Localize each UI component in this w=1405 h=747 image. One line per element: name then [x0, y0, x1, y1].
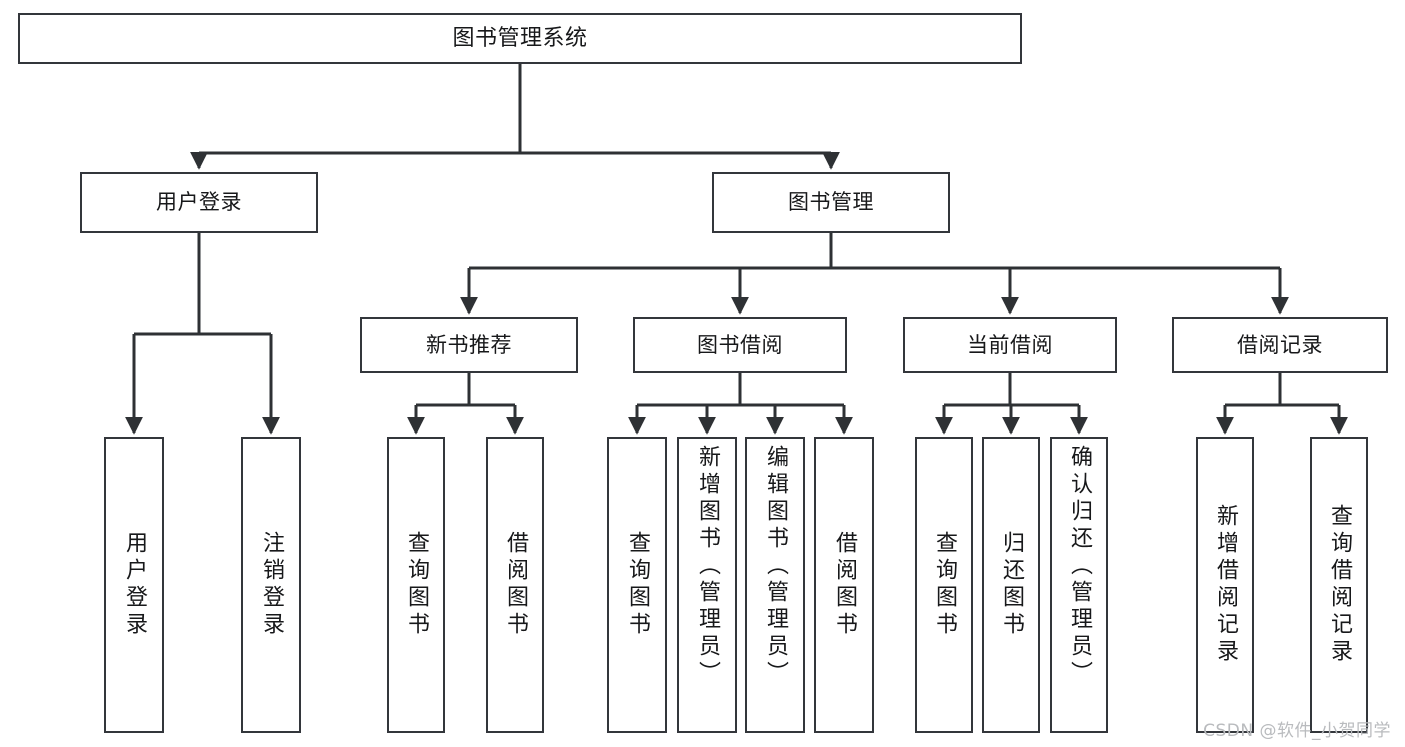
node-label: 借阅图书	[503, 531, 528, 639]
node-label: 查询图书	[932, 531, 957, 639]
leaf-return-books[interactable]: 归还图书	[982, 437, 1040, 733]
node-label: 确认归还（管理员）	[1067, 445, 1092, 688]
node-label: 用户登录	[122, 531, 147, 639]
leaf-borrow-books-newbook[interactable]: 借阅图书	[486, 437, 544, 733]
node-label: 新增借阅记录	[1213, 504, 1238, 666]
node-label: 查询图书	[404, 531, 429, 639]
leaf-query-borrow-record[interactable]: 查询借阅记录	[1310, 437, 1368, 733]
node-borrowing-records[interactable]: 借阅记录	[1172, 317, 1388, 373]
node-label: 新书推荐	[426, 332, 512, 357]
node-label: 注销登录	[259, 531, 284, 639]
node-label: 借阅记录	[1237, 332, 1323, 357]
node-label: 借阅图书	[832, 531, 857, 639]
node-book-borrowing[interactable]: 图书借阅	[633, 317, 847, 373]
node-label: 查询借阅记录	[1327, 504, 1352, 666]
node-label: 编辑图书（管理员）	[763, 445, 788, 688]
leaf-logout[interactable]: 注销登录	[241, 437, 301, 733]
leaf-confirm-return-admin[interactable]: 确认归还（管理员）	[1050, 437, 1108, 733]
node-label: 新增图书（管理员）	[695, 445, 720, 688]
node-new-book-recommendation[interactable]: 新书推荐	[360, 317, 578, 373]
node-user-login[interactable]: 用户登录	[80, 172, 318, 233]
leaf-query-books-current[interactable]: 查询图书	[915, 437, 973, 733]
leaf-add-borrow-record[interactable]: 新增借阅记录	[1196, 437, 1254, 733]
leaf-borrow-books[interactable]: 借阅图书	[814, 437, 874, 733]
node-current-borrowing[interactable]: 当前借阅	[903, 317, 1117, 373]
node-label: 图书借阅	[697, 332, 783, 357]
leaf-query-books-borrow[interactable]: 查询图书	[607, 437, 667, 733]
csdn-watermark: CSDN @软件_小贺同学	[1203, 721, 1391, 741]
node-book-management[interactable]: 图书管理	[712, 172, 950, 233]
node-label: 用户登录	[156, 190, 242, 215]
node-label: 查询图书	[625, 531, 650, 639]
node-label: 图书管理	[788, 190, 874, 215]
node-label: 当前借阅	[967, 332, 1053, 357]
leaf-add-book-admin[interactable]: 新增图书（管理员）	[677, 437, 737, 733]
leaf-edit-book-admin[interactable]: 编辑图书（管理员）	[745, 437, 805, 733]
node-label: 图书管理系统	[452, 25, 588, 51]
node-root-system[interactable]: 图书管理系统	[18, 13, 1022, 64]
node-label: 归还图书	[999, 531, 1024, 639]
leaf-query-books-newbook[interactable]: 查询图书	[387, 437, 445, 733]
leaf-user-login[interactable]: 用户登录	[104, 437, 164, 733]
